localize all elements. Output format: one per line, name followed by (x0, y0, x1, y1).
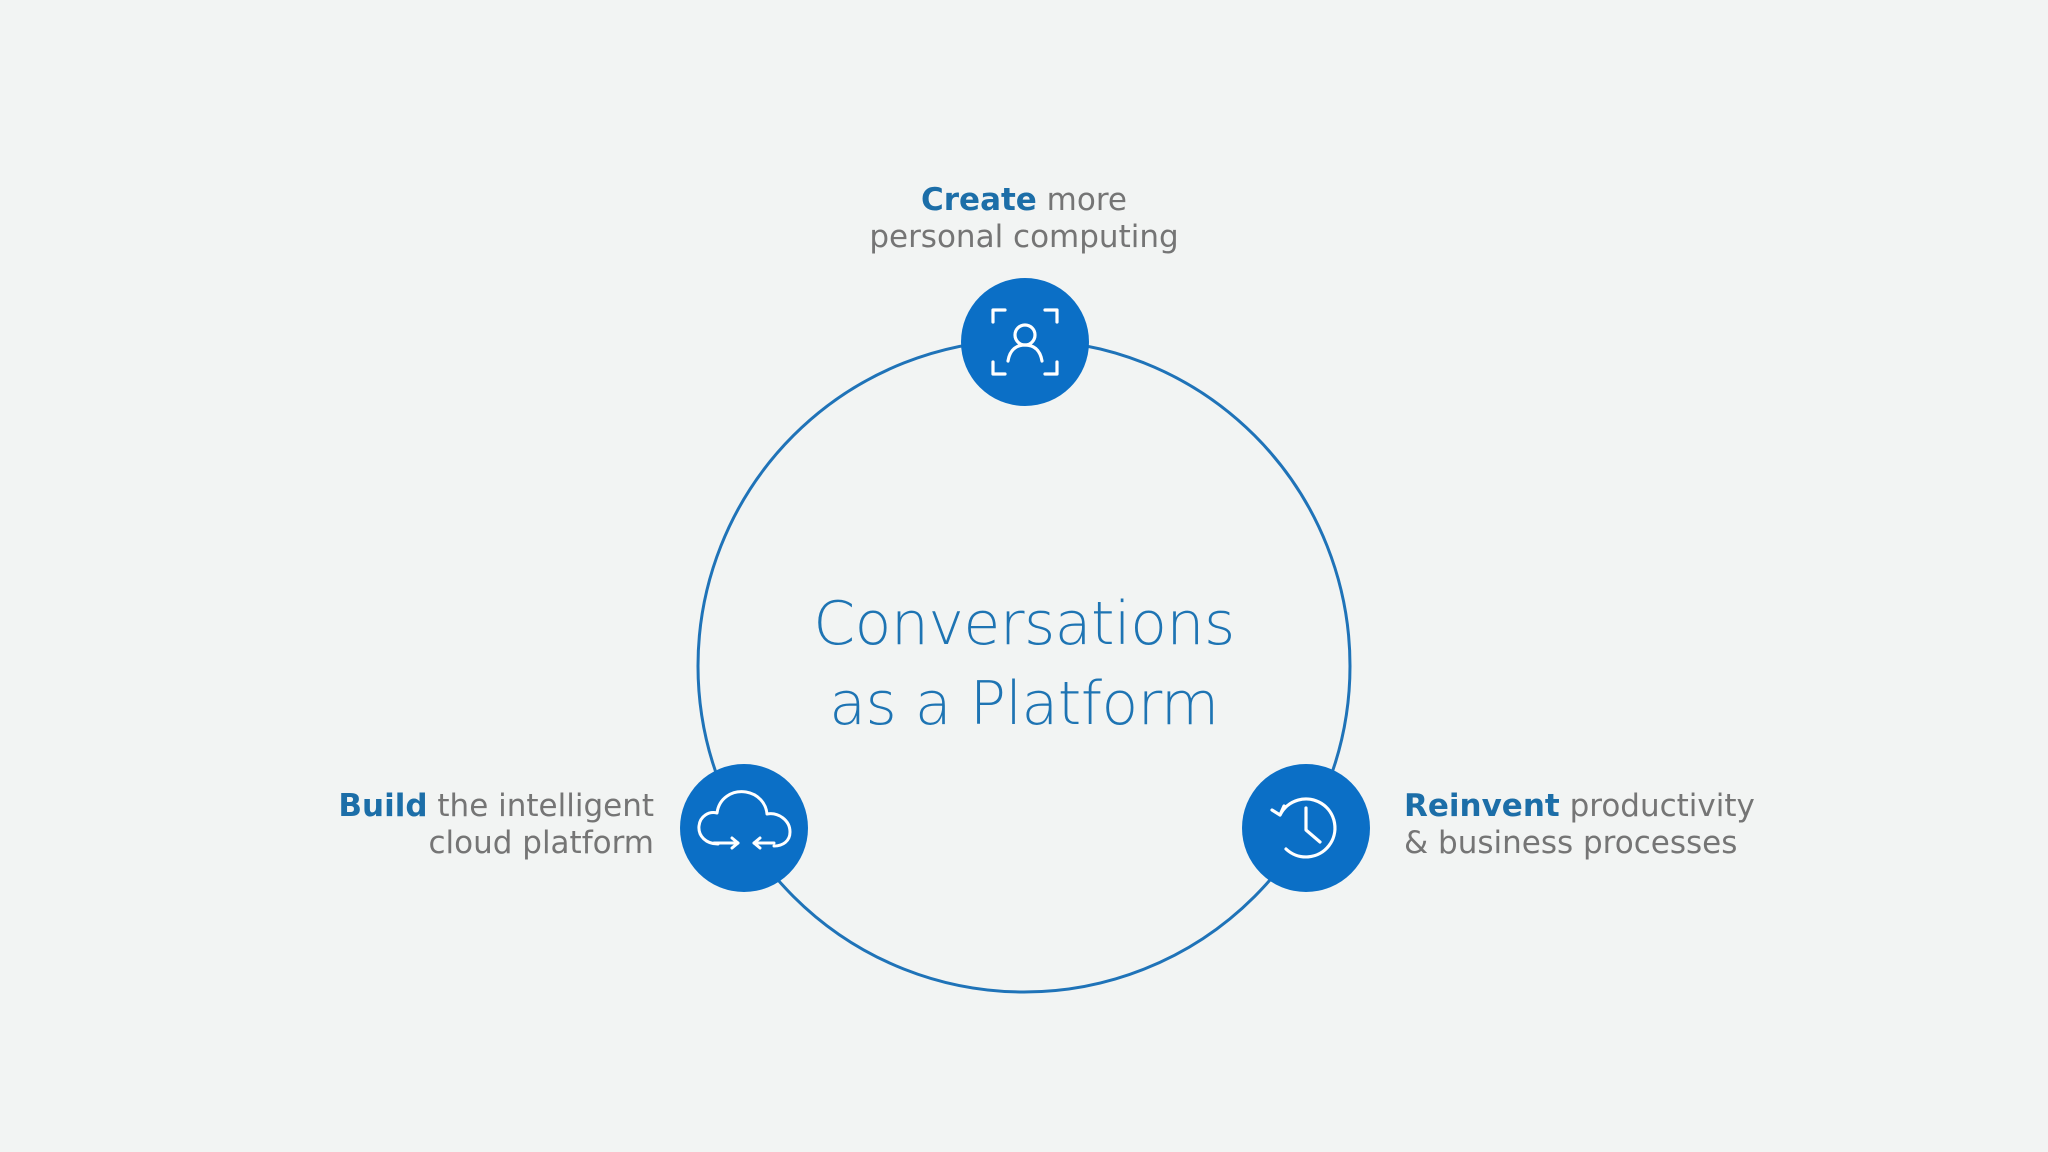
node-top-label-rest: more (1036, 182, 1127, 218)
node-top-keyword: Create (921, 182, 1037, 218)
node-right-label-line-1: Reinvent productivity (1404, 788, 1824, 825)
node-right (1242, 764, 1370, 892)
node-right-keyword: Reinvent (1404, 788, 1560, 824)
diagram-title-line-1: Conversations (813, 589, 1235, 659)
node-right-label-rest: productivity (1559, 788, 1755, 824)
node-left-label: Build the intelligent cloud platform (254, 788, 654, 862)
node-left-label-rest: the intelligent (427, 788, 654, 824)
node-right-label-line-2: & business processes (1404, 825, 1738, 861)
node-left-label-line-1: Build the intelligent (254, 788, 654, 825)
node-left-circle (680, 764, 808, 892)
node-right-label: Reinvent productivity & business process… (1404, 788, 1824, 862)
diagram-title: Conversations as a Platform (724, 584, 1324, 744)
node-left-keyword: Build (338, 788, 428, 824)
cloud-sync-icon (697, 790, 792, 850)
node-top-label: Create more personal computing (774, 182, 1274, 256)
node-left (680, 764, 808, 892)
history-clock-icon (1270, 797, 1337, 859)
diagram-title-line-2: as a Platform (829, 669, 1219, 739)
node-top-label-line-1: Create more (774, 182, 1274, 219)
node-left-label-line-2: cloud platform (428, 825, 654, 861)
node-top-label-line-2: personal computing (869, 219, 1179, 255)
node-top-circle (961, 278, 1089, 406)
person-scan-icon (991, 308, 1059, 376)
node-top (961, 278, 1089, 406)
